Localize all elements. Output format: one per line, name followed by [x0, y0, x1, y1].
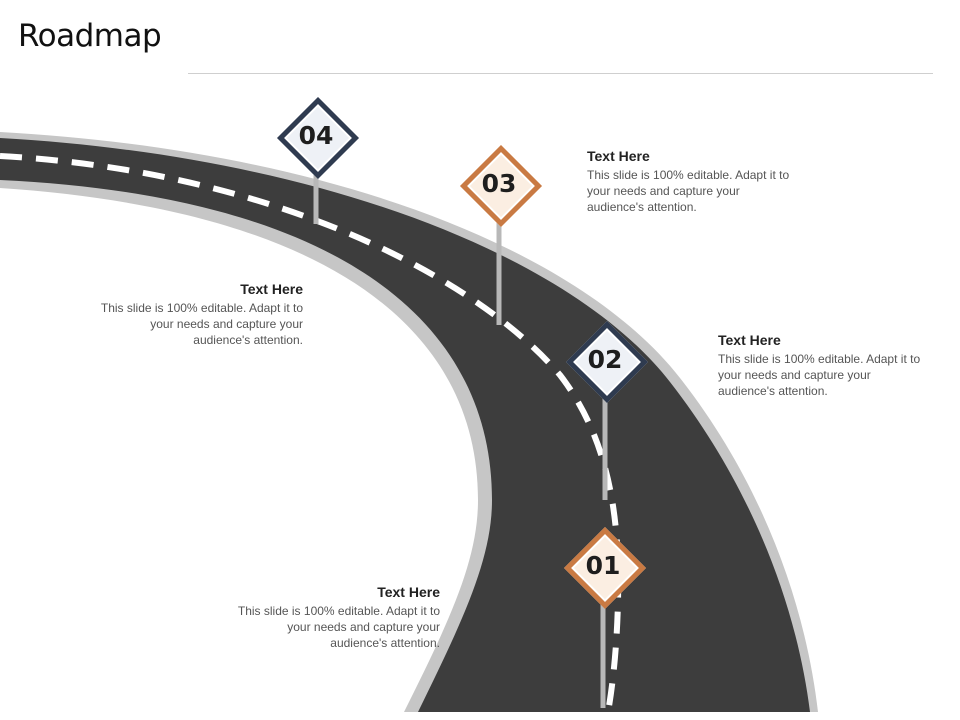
- page-title: Roadmap: [18, 18, 162, 54]
- milestone-body: This slide is 100% editable. Adapt it to…: [237, 604, 440, 650]
- milestone-sign-02: 02: [565, 320, 649, 404]
- milestone-number: 01: [585, 551, 621, 580]
- milestone-sign-04: 04: [276, 96, 360, 180]
- milestone-body: This slide is 100% editable. Adapt it to…: [718, 352, 921, 398]
- title-divider: [188, 73, 933, 74]
- milestone-text-02: Text Here This slide is 100% editable. A…: [718, 331, 923, 399]
- milestone-heading: Text Here: [240, 281, 303, 297]
- milestone-heading: Text Here: [587, 148, 650, 164]
- milestone-text-01: Text Here This slide is 100% editable. A…: [232, 583, 440, 651]
- milestone-body: This slide is 100% editable. Adapt it to…: [100, 301, 303, 347]
- milestone-number: 04: [298, 121, 334, 150]
- milestone-sign-01: 01: [563, 526, 647, 610]
- lane-marking: [0, 153, 622, 713]
- milestone-heading: Text Here: [718, 332, 781, 348]
- milestone-text-04: Text Here This slide is 100% editable. A…: [95, 280, 303, 348]
- milestone-sign-03: 03: [459, 144, 543, 228]
- milestone-number: 03: [481, 169, 517, 198]
- milestone-body: This slide is 100% editable. Adapt it to…: [587, 168, 790, 214]
- milestone-text-03: Text Here This slide is 100% editable. A…: [587, 147, 792, 215]
- milestone-number: 02: [587, 345, 623, 374]
- milestone-heading: Text Here: [377, 584, 440, 600]
